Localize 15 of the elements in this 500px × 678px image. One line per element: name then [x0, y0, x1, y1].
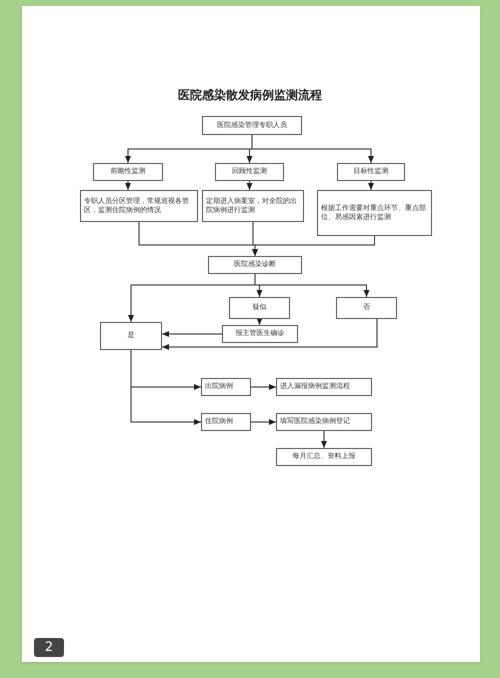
- arrow: [162, 331, 222, 337]
- arrow: [250, 384, 276, 390]
- arrow: [246, 180, 252, 190]
- arrow: [256, 318, 262, 326]
- diagram-title: 医院感染散发病例监测流程: [177, 87, 323, 104]
- arrow: [125, 180, 131, 190]
- arrow: [254, 274, 370, 298]
- page-number: 2: [34, 638, 64, 657]
- arrow: [252, 236, 375, 256]
- arrow: [368, 180, 374, 190]
- arrow: [130, 350, 202, 425]
- arrow: [321, 430, 327, 448]
- arrow: [162, 318, 378, 350]
- arrow: [250, 419, 276, 425]
- arrow: [252, 134, 374, 164]
